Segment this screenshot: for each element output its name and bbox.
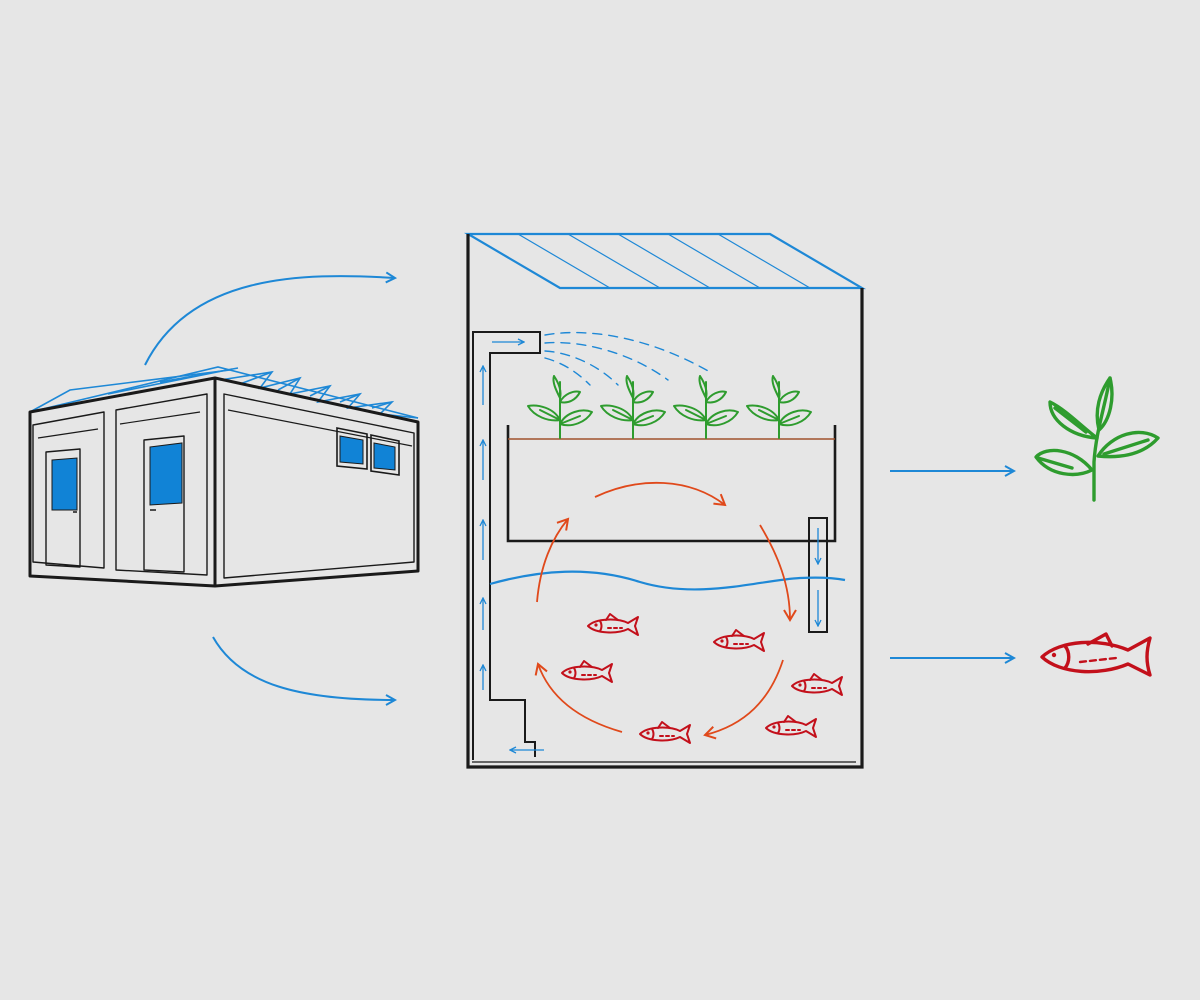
water-spray bbox=[544, 331, 711, 386]
nutrient-cycle-arrows bbox=[534, 481, 797, 740]
aquaponics-system-icon bbox=[463, 232, 867, 769]
bed-plants bbox=[527, 375, 812, 439]
grow-bed bbox=[506, 425, 837, 543]
water-surface bbox=[489, 570, 846, 591]
system-solar-roof bbox=[463, 232, 867, 290]
pump-pipe bbox=[472, 331, 541, 760]
fish-icon bbox=[1040, 632, 1152, 677]
door-window-left bbox=[51, 457, 78, 511]
drain-siphon bbox=[808, 517, 828, 633]
pipe-flow-arrows bbox=[483, 342, 544, 750]
tank-fish bbox=[561, 613, 843, 744]
system-housing bbox=[466, 234, 864, 769]
side-windows bbox=[336, 427, 400, 476]
door-window-right bbox=[149, 442, 183, 506]
flow-arrow-building-to-roof bbox=[144, 276, 395, 366]
building-solar-panels bbox=[29, 366, 419, 419]
flow-arrow-building-to-tank bbox=[212, 636, 395, 700]
container-building-icon bbox=[28, 366, 420, 588]
plant-icon bbox=[1034, 376, 1160, 502]
